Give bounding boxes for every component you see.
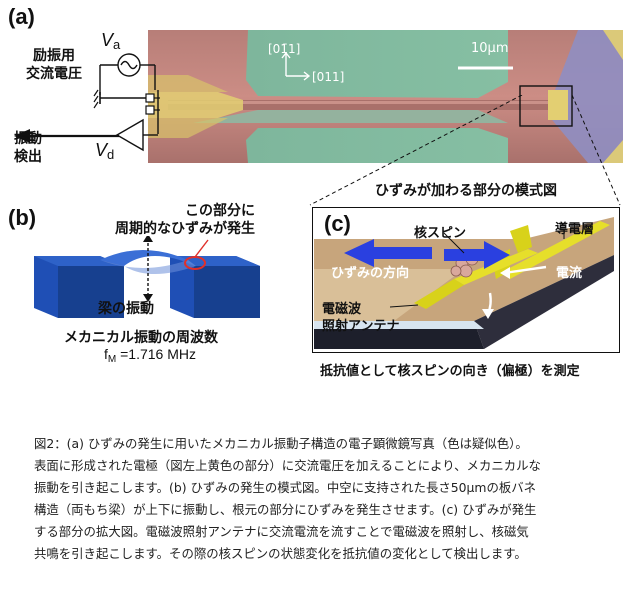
circuit-diagram <box>60 50 160 160</box>
freq-subscript: M <box>107 354 117 365</box>
caption-line-5: する部分の拡大図。電磁波照射アンテナに交流電流を流すことで電磁波を照射し、核磁気 <box>34 524 529 539</box>
detect-label-line1: 振動 <box>14 131 42 147</box>
direction-y-label: [01̄1] <box>268 42 301 56</box>
caption-line-6: 共鳴を引き起こします。その際の核スピンの状態変化を抵抗値の変化として検出します。 <box>34 546 527 561</box>
antenna-label: 電磁波 照射アンテナ <box>322 301 399 335</box>
panel-b-label: (b) <box>8 205 37 230</box>
strain-note-line2: 周期的なひずみが発生 <box>115 221 255 237</box>
caption-line-2: 表面に形成された電極（図左上黄色の部分）に交流電圧を加えることにより、メカニカル… <box>34 458 541 473</box>
va-subscript: a <box>113 37 121 52</box>
beam-vibration-label: 梁の振動 <box>98 301 154 317</box>
strain-direction-label: ひずみの方向 <box>331 266 410 281</box>
caption-line-3: 振動を引き起こします。(b) ひずみの発生の模式図。中空に支持された長さ50μm… <box>34 480 537 495</box>
sem-image <box>148 30 623 163</box>
panel-c-title: ひずみが加わる部分の模式図 <box>375 183 557 199</box>
sem-micrograph <box>148 30 623 163</box>
drive-label-line2: 交流電圧 <box>26 66 82 82</box>
device-schematic <box>314 209 618 351</box>
beam-diagram <box>30 234 266 322</box>
caption-line-1: 図2：(a) ひずみの発生に用いたメカニカル振動子構造の電子顕微鏡写真（色は疑似… <box>34 436 528 451</box>
frequency-value: fM =1.716 MHz <box>104 346 196 365</box>
direction-x-label: [011] <box>312 70 345 84</box>
detect-label-line2: 検出 <box>14 149 42 165</box>
antenna-label-line1: 電磁波 <box>322 302 362 317</box>
detection-arrow <box>14 128 120 148</box>
vd-symbol: V <box>95 140 108 160</box>
amplifier-icon <box>115 118 144 152</box>
panel-c-frame <box>312 207 620 353</box>
figure-caption: 図2：(a) ひずみの発生に用いたメカニカル振動子構造の電子顕微鏡写真（色は疑似… <box>34 433 619 565</box>
zoom-lines <box>300 94 630 215</box>
vd-subscript: d <box>107 147 115 162</box>
strain-note: この部分に 周期的なひずみが発生 <box>95 202 275 238</box>
detection-label: 振動 検出 <box>14 130 42 166</box>
drive-voltage-label: 励振用 交流電圧 <box>26 47 82 83</box>
freq-number: =1.716 MHz <box>120 346 196 362</box>
vd-label: Vd <box>95 140 114 162</box>
caption-line-4: 構造（両もち梁）が上下に振動し、根元の部分にひずみを発生させます。(c) ひずみ… <box>34 502 537 517</box>
drive-label-line1: 励振用 <box>33 48 75 64</box>
nuclear-spin-label: 核スピン <box>414 226 467 241</box>
va-label: Va <box>101 30 120 52</box>
ground-icon <box>93 89 101 109</box>
strain-note-line1: この部分に <box>185 203 255 219</box>
conductive-layer-label: 導電層 <box>555 222 595 237</box>
freq-symbol: f <box>104 346 108 362</box>
zoom-box <box>519 85 573 127</box>
panel-c-bottom-caption: 抵抗値として核スピンの向き（偏極）を測定 <box>320 364 580 379</box>
frequency-title: メカニカル振動の周波数 <box>64 330 218 346</box>
current-label: 電流 <box>556 266 583 281</box>
scalebar-label: 10μm <box>471 41 509 56</box>
panel-a-label: (a) <box>8 4 35 29</box>
panel-c-label: (c) <box>324 211 351 236</box>
antenna-label-line2: 照射アンテナ <box>322 319 400 334</box>
va-symbol: V <box>101 30 114 50</box>
